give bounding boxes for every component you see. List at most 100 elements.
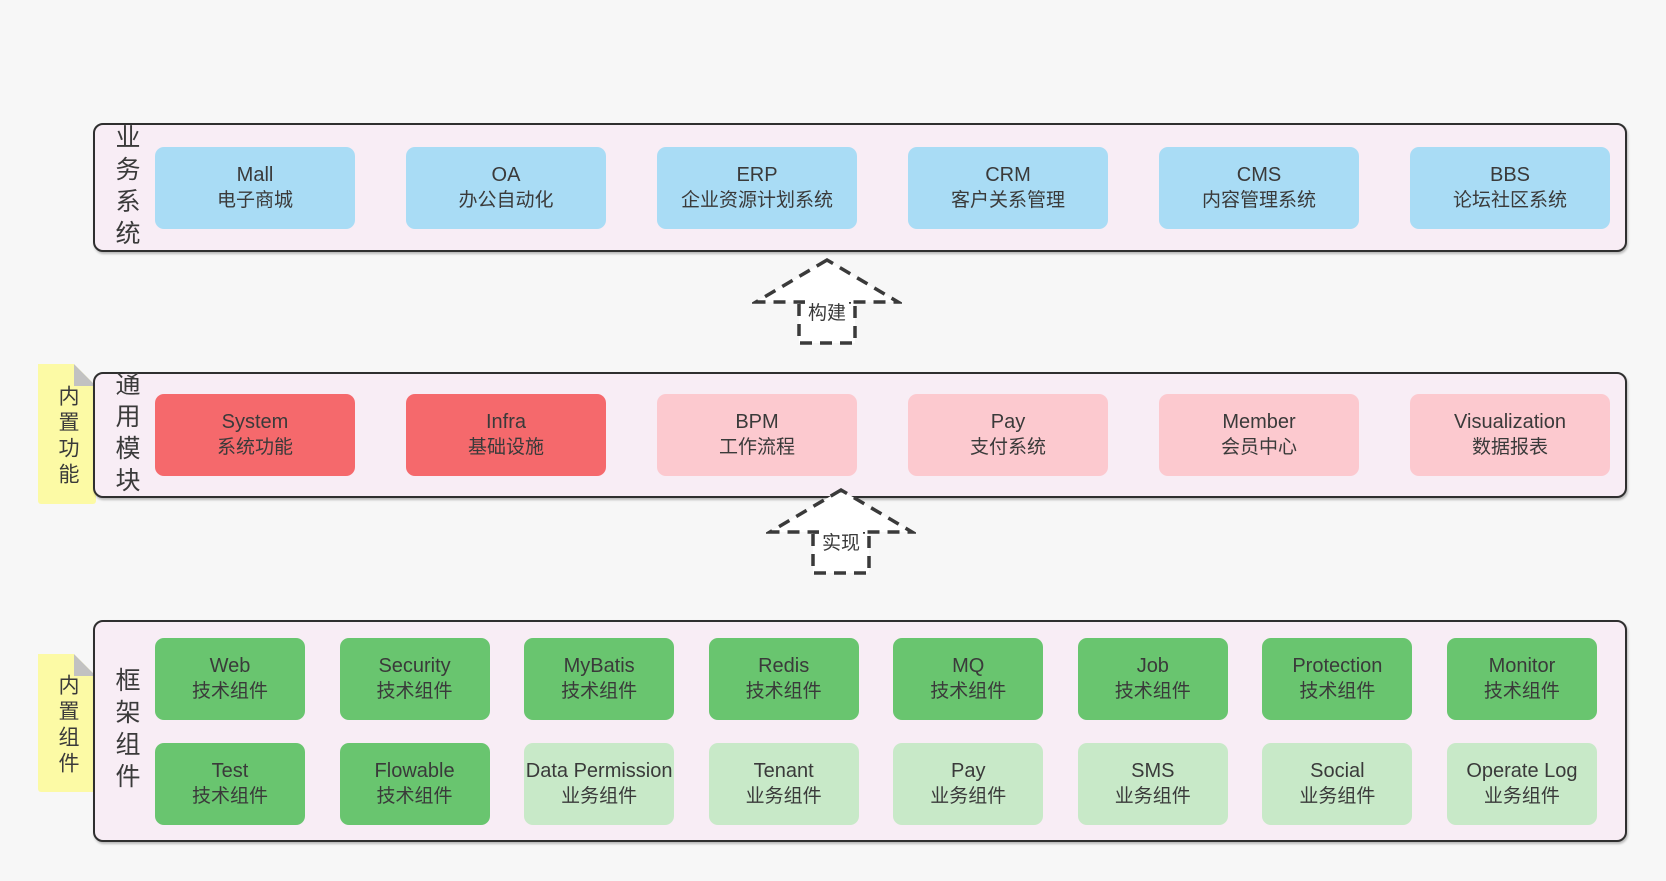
box-title: Tenant: [753, 759, 814, 782]
box-title: Data Permission: [525, 759, 673, 782]
box-web: Web 技术组件: [155, 637, 305, 720]
box-subtitle: 技术组件: [745, 680, 822, 702]
box-subtitle: 工作流程: [718, 437, 795, 458]
band-label-business-systems: 业务系统: [112, 123, 140, 252]
sticky-note-text: 内置功能: [56, 385, 79, 489]
box-title: CMS: [1236, 163, 1282, 186]
arrow-implement: 实现: [766, 486, 916, 576]
box-protection: Protection 技术组件: [1262, 637, 1413, 720]
box-security: Security 技术组件: [339, 637, 490, 720]
box-monitor: Monitor 技术组件: [1446, 637, 1597, 720]
box-title: ERP: [736, 163, 778, 186]
box-member: Member 会员中心: [1159, 394, 1359, 476]
box-subtitle: 系统功能: [216, 437, 293, 458]
arrow-implement-label: 实现: [818, 528, 864, 555]
box-cms: CMS 内容管理系统: [1159, 146, 1359, 229]
band-label-framework-components: 框架组件: [112, 667, 140, 795]
box-title: Job: [1136, 654, 1169, 677]
box-title: BPM: [735, 411, 779, 433]
box-subtitle: 电子商城: [216, 189, 293, 211]
box-subtitle: 企业资源计划系统: [680, 189, 833, 211]
box-subtitle: 技术组件: [1483, 680, 1560, 702]
box-job: Job 技术组件: [1077, 637, 1228, 720]
box-title: Pay: [951, 759, 986, 782]
box-subtitle: 技术组件: [561, 680, 638, 702]
box-bpm: BPM 工作流程: [657, 394, 857, 476]
box-test: Test 技术组件: [155, 742, 305, 825]
box-title: BBS: [1489, 163, 1531, 186]
box-subtitle: 论坛社区系统: [1452, 189, 1567, 211]
box-visualization: Visualization 数据报表: [1410, 394, 1610, 476]
box-subtitle: 会员中心: [1220, 437, 1297, 458]
box-flowable: Flowable 技术组件: [339, 742, 490, 825]
box-pay: Pay 支付系统: [908, 394, 1108, 476]
box-subtitle: 技术组件: [191, 785, 268, 807]
band-label-common-modules: 通用模块: [112, 371, 140, 499]
box-social: Social 业务组件: [1262, 742, 1413, 825]
box-title: CRM: [985, 163, 1031, 186]
box-title: OA: [491, 163, 521, 186]
box-title: Security: [378, 654, 451, 677]
box-subtitle: 技术组件: [930, 680, 1007, 702]
box-title: MQ: [952, 654, 985, 677]
sticky-note-text: 内置组件: [56, 674, 79, 778]
box-tenant: Tenant 业务组件: [708, 742, 859, 825]
box-title: Protection: [1292, 654, 1383, 677]
box-subtitle: 业务组件: [1114, 785, 1191, 807]
box-subtitle: 数据报表: [1471, 437, 1548, 458]
box-operate-log: Operate Log 业务组件: [1446, 742, 1597, 825]
box-title: System: [221, 411, 289, 433]
box-title: Redis: [758, 654, 810, 677]
box-subtitle: 业务组件: [1483, 785, 1560, 807]
box-subtitle: 技术组件: [1299, 680, 1376, 702]
box-sms: SMS 业务组件: [1077, 742, 1228, 825]
box-mq: MQ 技术组件: [893, 637, 1044, 720]
box-title: Member: [1222, 411, 1296, 433]
box-bbs: BBS 论坛社区系统: [1410, 146, 1610, 229]
box-subtitle: 业务组件: [561, 785, 638, 807]
arrow-build-label: 构建: [804, 298, 850, 325]
box-subtitle: 技术组件: [191, 680, 268, 702]
arrow-build: 构建: [752, 256, 902, 346]
box-title: Social: [1310, 759, 1365, 782]
box-system: System 系统功能: [155, 394, 355, 476]
box-subtitle: 支付系统: [969, 437, 1046, 458]
sticky-note-built-in-features: 内置功能: [38, 364, 96, 504]
box-subtitle: 技术组件: [376, 785, 453, 807]
box-subtitle: 业务组件: [745, 785, 822, 807]
box-subtitle: 技术组件: [1114, 680, 1191, 702]
box-title: Flowable: [374, 759, 455, 782]
box-title: Monitor: [1488, 654, 1556, 677]
box-subtitle: 技术组件: [376, 680, 453, 702]
box-title: Pay: [990, 411, 1026, 433]
box-subtitle: 内容管理系统: [1201, 189, 1316, 211]
box-title: SMS: [1131, 759, 1175, 782]
box-oa: OA 办公自动化: [406, 146, 606, 229]
box-title: Test: [211, 759, 249, 782]
sticky-note-built-in-components: 内置组件: [38, 654, 96, 792]
box-title: Operate Log: [1466, 759, 1578, 782]
box-subtitle: 办公自动化: [458, 189, 554, 211]
box-title: Visualization: [1454, 411, 1566, 433]
box-erp: ERP 企业资源计划系统: [657, 146, 857, 229]
box-mall: Mall 电子商城: [155, 146, 355, 229]
box-title: Mall: [236, 163, 274, 186]
box-subtitle: 业务组件: [1299, 785, 1376, 807]
box-title: Infra: [485, 411, 527, 433]
box-redis: Redis 技术组件: [708, 637, 859, 720]
box-title: Web: [209, 654, 251, 677]
box-title: MyBatis: [563, 654, 635, 677]
